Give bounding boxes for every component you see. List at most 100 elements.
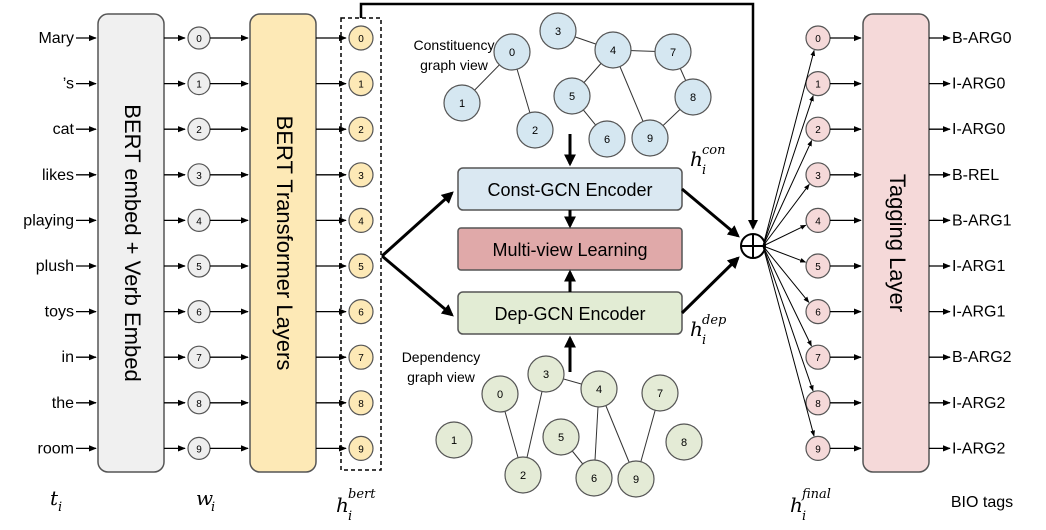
hbert-dashed-box	[340, 17, 382, 471]
bio-tag: I-ARG0	[952, 76, 1005, 93]
sum-to-hfinal-arrow	[762, 245, 815, 437]
token-word: plush	[36, 258, 74, 275]
graph-node	[516, 111, 554, 149]
svg-text:h: h	[790, 493, 803, 517]
graph-node	[504, 456, 542, 494]
hbert-node	[348, 207, 374, 233]
w-node-index: 0	[196, 34, 202, 45]
svg-text:t: t	[50, 486, 59, 510]
hfinal-node-index: 7	[815, 353, 821, 364]
dep-gcn-encoder-label: Dep-GCN Encoder	[494, 304, 645, 324]
hfinal-node-index: 5	[815, 262, 821, 273]
graph-node-index: 5	[558, 432, 564, 444]
multiview-learning-label: Multi-view Learning	[492, 240, 647, 260]
bio-tag: I-ARG2	[952, 395, 1005, 412]
graph-node	[665, 423, 703, 461]
tagging-layer	[862, 13, 930, 473]
sum-to-hfinal-arrow	[762, 140, 813, 247]
w-node-index: 8	[196, 399, 202, 410]
token-word: playing	[23, 212, 74, 229]
svg-text:con: con	[702, 143, 725, 158]
w-i-label: w i	[196, 486, 215, 515]
hbert-node	[348, 253, 374, 279]
graph-node	[527, 355, 565, 393]
graph-node-index: 6	[604, 134, 610, 146]
hbert-node	[348, 116, 374, 142]
graph-node-index: 7	[670, 47, 676, 59]
svg-text:w: w	[196, 486, 213, 510]
graph-node-index: 9	[647, 133, 653, 145]
graph-node-index: 8	[690, 92, 696, 104]
sum-operator-icon	[740, 233, 766, 259]
w-node-index: 4	[196, 216, 202, 227]
graph-node-index: 5	[569, 91, 575, 103]
svg-text:i: i	[58, 500, 62, 515]
sum-to-hfinal-arrow	[762, 245, 812, 347]
graph-node	[443, 84, 481, 122]
dep-to-sum-arrow	[680, 256, 740, 315]
dependency-view-label-2: graph view	[407, 369, 476, 385]
graph-node-index: 4	[596, 384, 602, 396]
bert-to-const-arrow	[380, 191, 454, 258]
graph-node	[481, 375, 519, 413]
graph-node	[553, 77, 591, 115]
svg-text:h: h	[690, 147, 703, 171]
t-i-label: t i	[50, 486, 62, 515]
token-word: Mary	[38, 30, 74, 47]
hbert-node-index: 5	[358, 262, 364, 273]
hbert-node	[348, 299, 374, 325]
hfinal-node-index: 0	[815, 34, 821, 45]
sum-to-hfinal-arrow	[762, 95, 814, 247]
bio-tag: I-ARG1	[952, 258, 1005, 275]
const-gcn-encoder-label: Const-GCN Encoder	[487, 180, 652, 200]
hbert-node	[348, 344, 374, 370]
hbert-node	[348, 435, 374, 461]
sum-to-hfinal-arrow	[762, 245, 814, 392]
graph-node-index: 2	[520, 470, 526, 482]
sum-fanout-arrows	[762, 49, 816, 437]
svg-text:dep: dep	[702, 313, 727, 328]
graph-node-index: 6	[591, 473, 597, 485]
hbert-node-index: 7	[358, 353, 364, 364]
hbert-node-index: 4	[358, 216, 364, 227]
graph-node-index: 1	[459, 98, 465, 110]
constituency-view-label-1: Constituency	[414, 37, 495, 53]
svg-text:i: i	[702, 163, 706, 178]
graph-node-index: 9	[633, 474, 639, 486]
hbert-node	[348, 25, 374, 51]
graph-node-index: 7	[657, 388, 663, 400]
hcon-label: h i con	[690, 143, 725, 178]
bio-tag: B-ARG0	[952, 30, 1012, 47]
hbert-node-index: 1	[358, 80, 364, 91]
graph-node-index: 3	[555, 26, 561, 38]
bert-embed-label: BERT embed + Verb Embed	[120, 104, 145, 381]
constituency-view-label-2: graph view	[420, 57, 489, 73]
hfinal-node-index: 1	[815, 80, 821, 91]
token-word: ’s	[63, 76, 74, 93]
dependency-view-label-1: Dependency	[402, 349, 481, 365]
hbert-node-index: 6	[358, 308, 364, 319]
graph-node-index: 1	[451, 435, 457, 447]
graph-node	[674, 78, 712, 116]
hbert-node-index: 9	[358, 444, 364, 455]
bio-tag: I-ARG2	[952, 440, 1005, 457]
token-word: the	[52, 395, 74, 412]
svg-text:i: i	[702, 333, 706, 348]
hfinal-node-index: 6	[815, 308, 821, 319]
hdep-label: h i dep	[690, 313, 727, 348]
graph-node	[542, 418, 580, 456]
bio-tag: I-ARG0	[952, 121, 1005, 138]
graph-node	[588, 120, 626, 158]
hbert-node	[348, 390, 374, 416]
w-node-index: 2	[196, 125, 202, 136]
graph-node-index: 3	[543, 369, 549, 381]
hfinal-node-index: 8	[815, 399, 821, 410]
